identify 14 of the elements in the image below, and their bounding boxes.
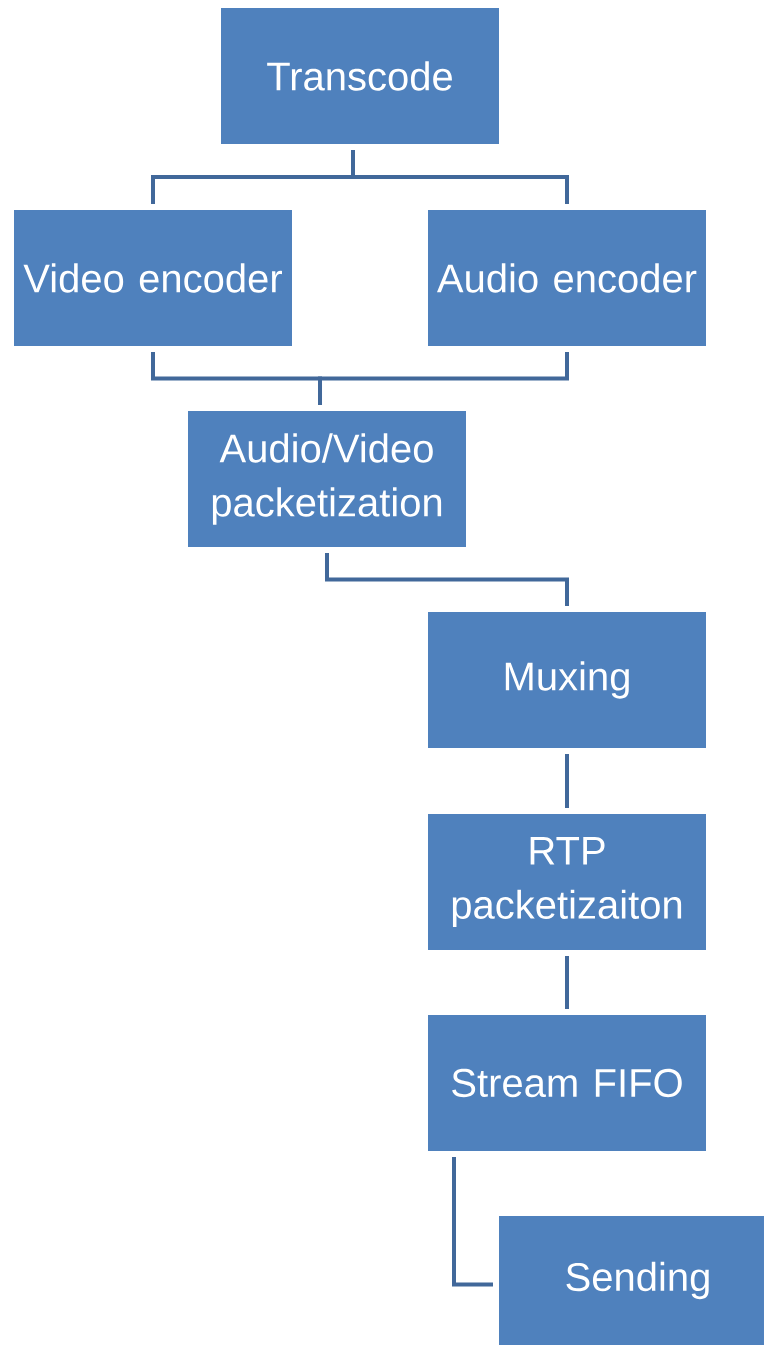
process-box: Muxing [428,612,706,748]
process-box: Audio/Video packetization [188,411,466,547]
process-box: Sending [499,1216,764,1345]
connector [351,150,569,204]
process-box: Stream FIFO [428,1015,706,1151]
process-box: Audio encoder [428,210,706,346]
connector [565,754,569,808]
connector [452,1157,493,1287]
process-box: RTP packetizaiton [428,814,706,950]
process-box: Transcode [221,8,499,144]
process-box: Video encoder [14,210,292,346]
connector [565,956,569,1009]
connector [325,553,569,606]
connector [318,352,569,405]
